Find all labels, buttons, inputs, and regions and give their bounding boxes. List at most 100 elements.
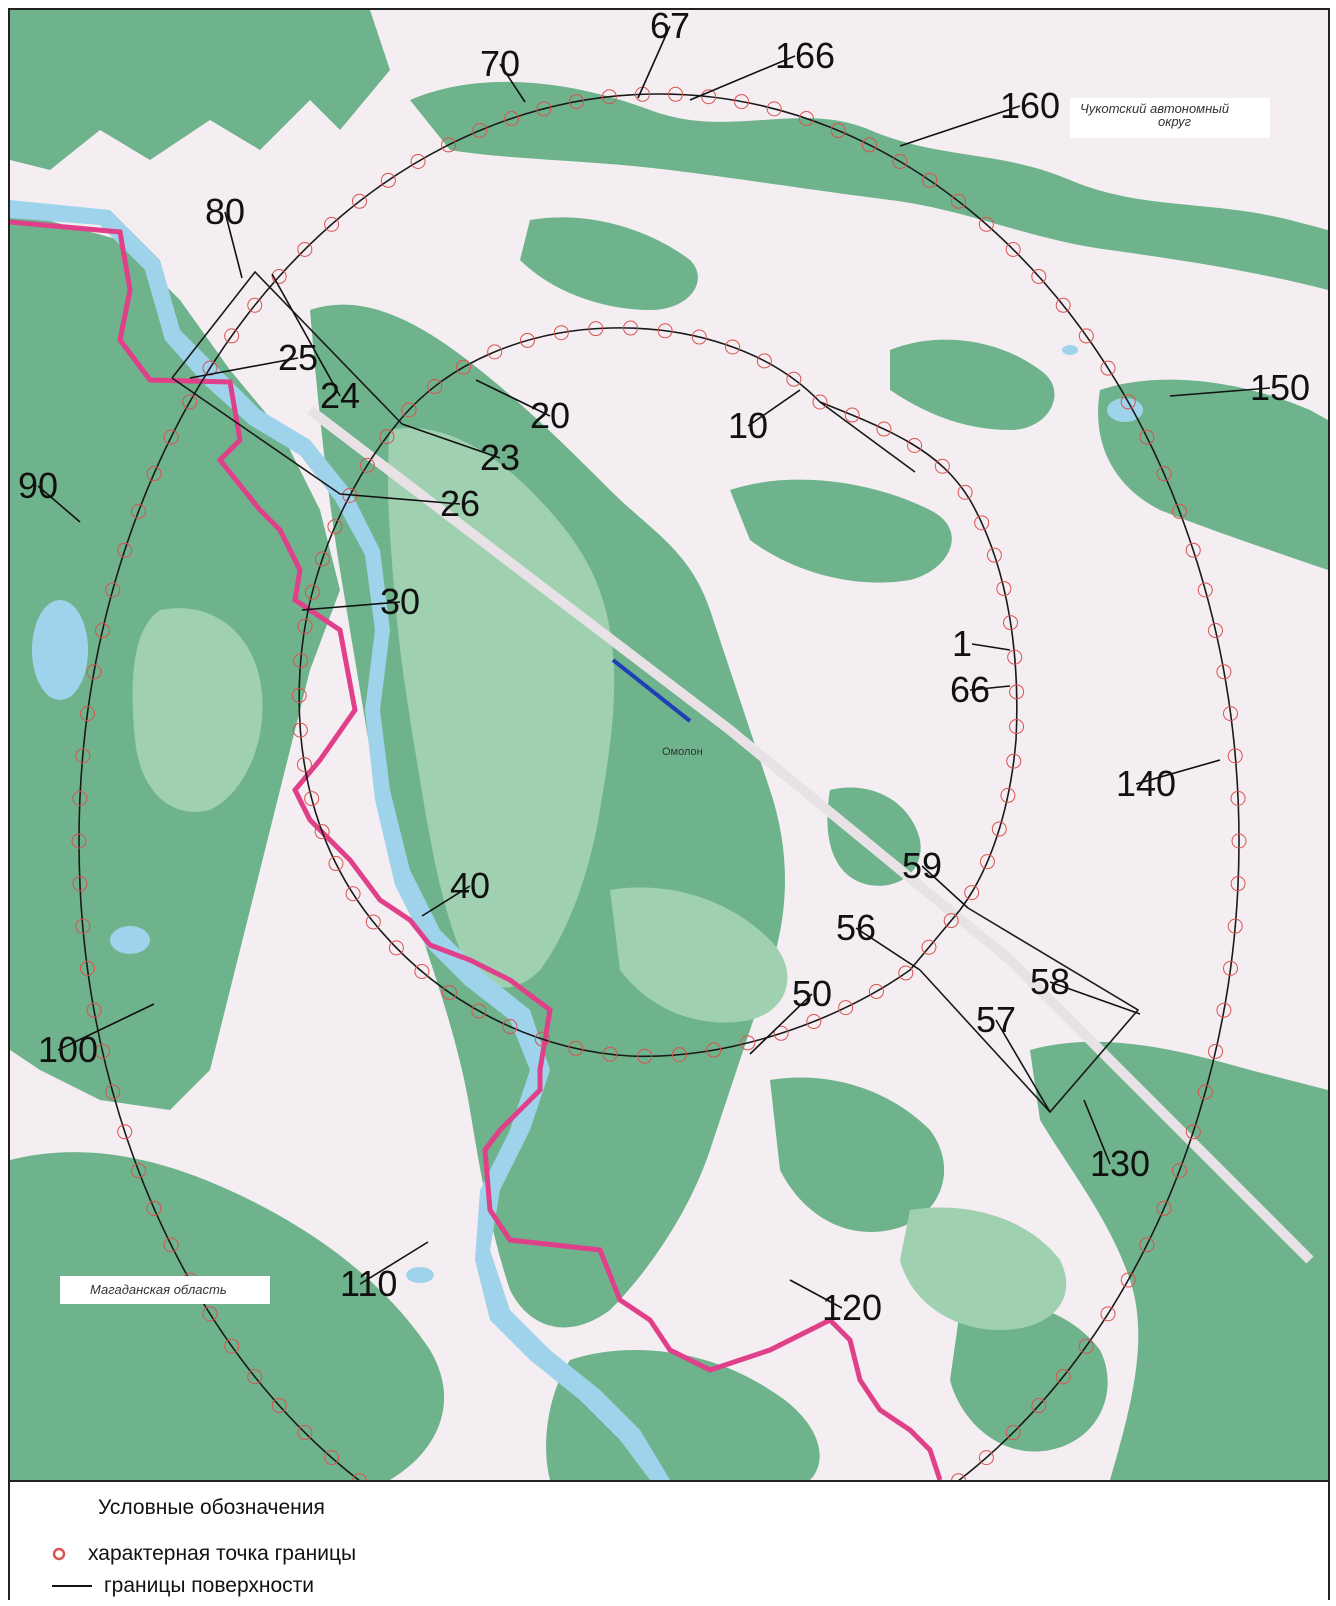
point-label: 24	[320, 375, 360, 416]
boundary-point-marker	[1031, 268, 1047, 284]
boundary-point-marker	[892, 154, 908, 170]
point-label: 25	[278, 337, 318, 378]
boundary-point-marker	[602, 1046, 618, 1062]
boundary-point-marker	[1185, 1124, 1201, 1140]
boundary-point-marker	[131, 503, 147, 519]
boundary-point-marker	[365, 914, 381, 930]
boundary-point-marker	[202, 1306, 218, 1322]
label-leader-line	[301, 601, 401, 611]
boundary-point-marker	[1078, 1338, 1094, 1354]
runway	[611, 658, 692, 723]
point-label: 120	[822, 1287, 882, 1328]
map-canvas: Омолон Чукотский автономный округ Магада…	[10, 10, 1328, 1480]
boundary-point-marker	[146, 466, 162, 482]
legend-item-label: характерная точка границы	[88, 1542, 357, 1565]
boundary-point-marker	[978, 1450, 994, 1466]
point-label: 56	[836, 907, 876, 948]
point-label: 23	[480, 437, 520, 478]
boundary-point-marker	[588, 321, 604, 337]
point-label: 57	[976, 999, 1016, 1040]
boundary-point-marker	[504, 111, 520, 127]
boundary-point-marker	[568, 94, 584, 110]
label-leader-line	[921, 865, 969, 909]
boundary-point-marker	[1139, 1237, 1155, 1253]
label-leader-line	[475, 379, 551, 417]
boundary-point-marker	[725, 339, 741, 355]
boundary-point-marker	[1223, 706, 1239, 722]
boundary-point-marker	[1120, 1272, 1136, 1288]
chukotka-label-bg	[1070, 98, 1270, 138]
boundary-point-marker	[1185, 542, 1201, 558]
boundary-point-marker	[798, 111, 814, 127]
boundary-point-marker	[844, 407, 860, 423]
approach-line-nw-2	[171, 377, 341, 495]
boundary-point-marker	[1216, 664, 1232, 680]
label-leader-line	[401, 423, 501, 459]
boundary-point-marker	[1216, 1002, 1232, 1018]
boundary-point-marker	[410, 154, 426, 170]
boundary-point-marker	[72, 790, 88, 806]
boundary-point-marker	[756, 353, 772, 369]
boundary-point-marker	[71, 833, 87, 849]
boundary-point-marker	[979, 854, 995, 870]
label-leader-line	[271, 273, 341, 397]
boundary-point-marker	[922, 172, 938, 188]
label-leader-line	[421, 885, 471, 917]
boundary-point-marker	[472, 123, 488, 139]
boundary-point-marker	[1230, 876, 1246, 892]
magadan-label-bg	[60, 1276, 270, 1304]
boundary-point-marker	[292, 722, 308, 738]
point-label: 30	[380, 581, 420, 622]
boundary-point-marker	[861, 137, 877, 153]
boundary-point-marker	[996, 581, 1012, 597]
boundary-point-marker	[1208, 1043, 1224, 1059]
boundary-point-marker	[1078, 328, 1094, 344]
boundary-point-marker	[838, 1000, 854, 1016]
boundary-point-marker	[1009, 684, 1025, 700]
boundary-point-marker	[352, 1473, 367, 1480]
boundary-point-icon	[52, 1547, 66, 1561]
boundary-point-marker	[907, 438, 923, 454]
boundary-point-marker	[830, 123, 846, 139]
boundary-point-marker	[1230, 790, 1246, 806]
label-leader-line	[37, 485, 81, 523]
boundary-point-marker	[297, 1425, 313, 1441]
label-leader-line	[57, 1003, 155, 1051]
boundary-point-marker	[293, 653, 309, 669]
boundary-point-marker	[304, 791, 320, 807]
boundary-point-marker	[1009, 719, 1025, 735]
point-label: 90	[18, 465, 58, 506]
point-label: 140	[1116, 763, 1176, 804]
boundary-point-marker	[1223, 960, 1239, 976]
magadan-label: Магаданская область	[90, 1282, 227, 1297]
point-label: 80	[205, 191, 245, 232]
boundary-point-marker	[297, 241, 313, 257]
boundary-point-marker	[314, 551, 330, 567]
point-label: 10	[728, 405, 768, 446]
point-label: 150	[1250, 367, 1310, 408]
light-forest-areas	[132, 428, 1067, 1330]
point-label: 160	[1000, 85, 1060, 126]
point-label: 67	[650, 10, 690, 46]
boundary-point-marker	[314, 824, 330, 840]
boundary-point-marker	[72, 876, 88, 892]
boundary-point-marker	[1100, 360, 1116, 376]
boundary-point-marker	[1005, 241, 1021, 257]
boundary-point-marker	[1055, 1369, 1071, 1385]
boundary-point-marker	[806, 1014, 822, 1030]
boundary-point-marker	[94, 623, 110, 639]
boundary-point-marker	[1000, 787, 1016, 803]
point-label: 26	[440, 483, 480, 524]
boundary-point-marker	[1156, 466, 1172, 482]
boundary-point-marker	[1006, 753, 1022, 769]
boundary-point-marker	[601, 89, 617, 105]
label-leader-line	[747, 389, 801, 427]
boundary-point-marker	[379, 429, 395, 445]
boundary-point-marker	[951, 1473, 966, 1480]
chukotka-label-line2: округ	[1158, 114, 1192, 129]
legend: Условные обозначения характерная точка г…	[10, 1480, 1328, 1602]
boundary-point-marker	[706, 1042, 722, 1058]
boundary-point-marker	[568, 1040, 584, 1056]
boundary-point-marker	[163, 1237, 179, 1253]
